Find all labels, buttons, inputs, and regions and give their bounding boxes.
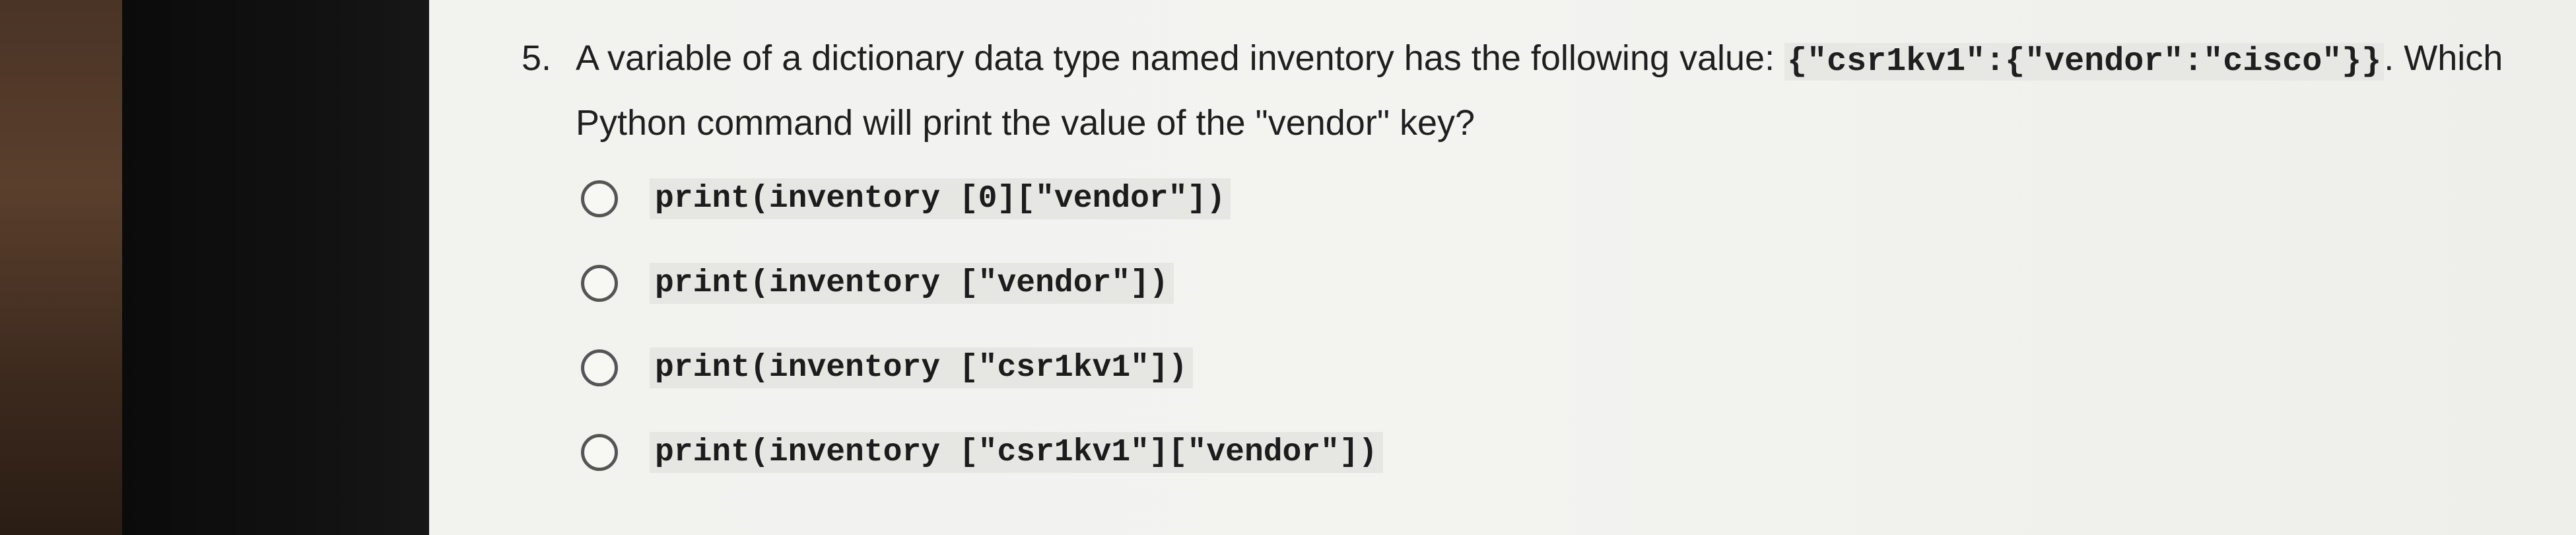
monitor-bezel — [122, 0, 432, 535]
answer-option-3[interactable]: print(inventory ["csr1kv1"]) — [581, 342, 1383, 394]
radio-button-3[interactable] — [581, 349, 618, 386]
question-block: 5. A variable of a dictionary data type … — [522, 28, 2528, 153]
answer-option-3-label: print(inventory ["csr1kv1"]) — [650, 347, 1193, 388]
answer-option-2[interactable]: print(inventory ["vendor"]) — [581, 258, 1383, 309]
radio-button-4[interactable] — [581, 434, 618, 471]
answer-option-1-label: print(inventory [0]["vendor"]) — [650, 178, 1231, 219]
radio-button-2[interactable] — [581, 265, 618, 302]
question-text: A variable of a dictionary data type nam… — [576, 28, 2528, 153]
question-text-after: . Which Python command will print the va… — [576, 38, 2503, 143]
answer-option-4[interactable]: print(inventory ["csr1kv1"]["vendor"]) — [581, 427, 1383, 478]
radio-button-1[interactable] — [581, 180, 618, 217]
question-number: 5. — [522, 38, 552, 78]
question-text-before: A variable of a dictionary data type nam… — [576, 38, 1785, 78]
answer-option-4-label: print(inventory ["csr1kv1"]["vendor"]) — [650, 432, 1383, 473]
answer-option-1[interactable]: print(inventory [0]["vendor"]) — [581, 173, 1383, 225]
answer-options: print(inventory [0]["vendor"]) print(inv… — [581, 173, 1383, 511]
question-code-value: {"csr1kv1":{"vendor":"cisco"}} — [1784, 43, 2385, 81]
desk-background — [0, 0, 145, 535]
answer-option-2-label: print(inventory ["vendor"]) — [650, 263, 1174, 304]
